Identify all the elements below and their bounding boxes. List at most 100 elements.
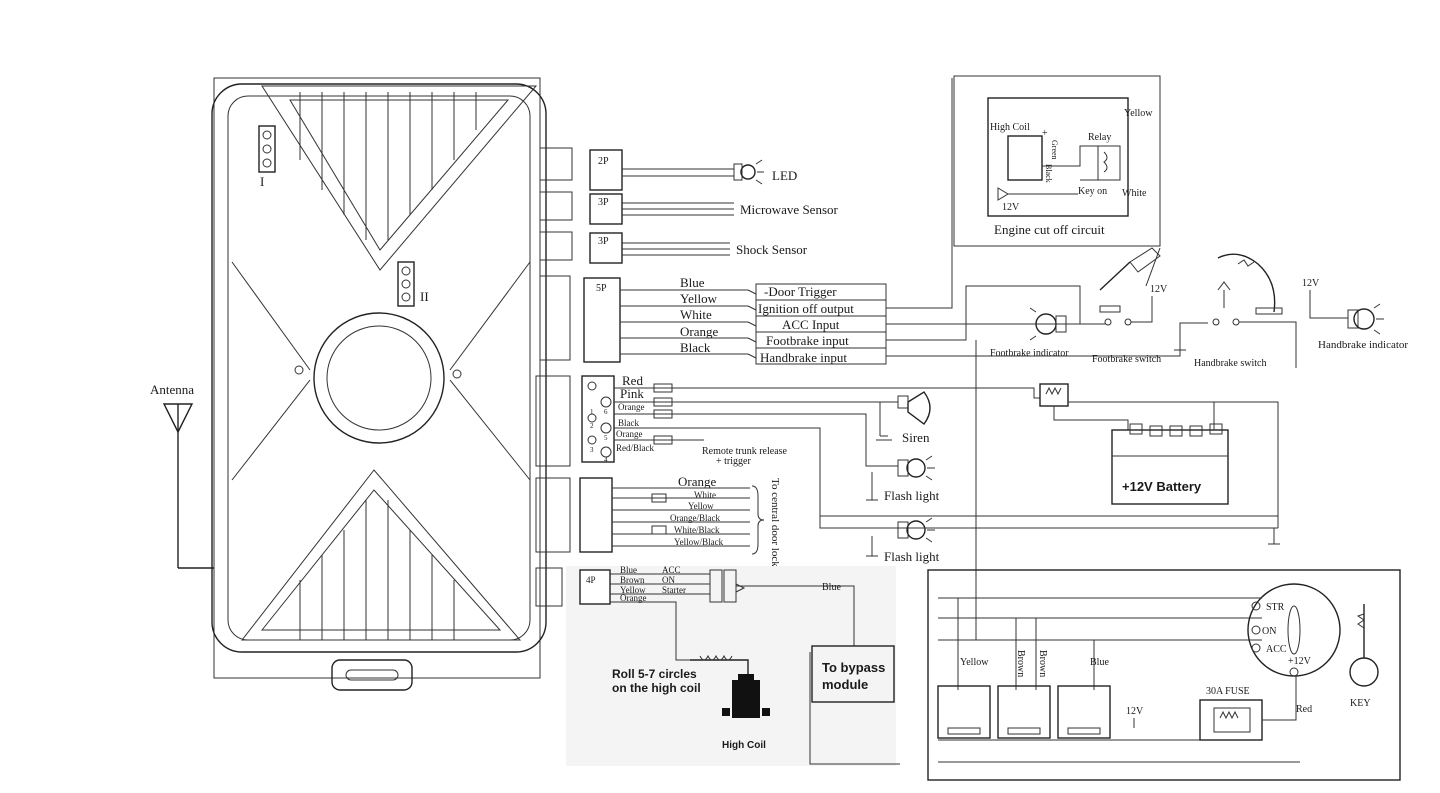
central-lock-label: To central door lock (769, 478, 781, 567)
brake-12v-a-label: 12V (1150, 284, 1168, 295)
door-lock-orangeblack: Orange/Black (670, 513, 720, 523)
ignition-12v-label: 12V (1126, 706, 1144, 717)
siren-wire-black: Black (618, 418, 639, 428)
remote-trunk-label: Remote trunk release (702, 446, 788, 457)
relay-yellow-label: Yellow (960, 657, 989, 668)
engine-plus-label: + (1042, 128, 1048, 139)
door-lock-orange-label: Orange (678, 474, 716, 489)
ignition-12v-plus-label: +12V (1288, 656, 1312, 667)
four-pin-block: 4P Blue Brown Yellow Orange ACC ON Start… (566, 565, 900, 766)
fuse-red-label: Red (1296, 704, 1312, 715)
engine-relay-label: Relay (1088, 132, 1111, 143)
engine-yellow-label: Yellow (1124, 108, 1153, 119)
handbrake-switch-icon (1212, 253, 1283, 326)
relay-brown-2-label: Brown (1037, 650, 1048, 677)
wire-5p-5: Black (680, 340, 711, 355)
siren-pin-4: 4 (604, 456, 608, 464)
four-pin-on: ON (662, 575, 675, 585)
high-coil-icon (690, 654, 770, 718)
wire-5p-4: Orange (680, 324, 718, 339)
function-5p-5: Handbrake input (760, 350, 847, 365)
ignition-on-label: ON (1262, 626, 1276, 637)
door-lock-whiteblack: White/Black (674, 525, 720, 535)
relay-2-icon (997, 685, 1051, 739)
siren-block: 1 6 2 5 3 4 Red Pink Orange Black Orange… (581, 373, 1044, 529)
siren-label: Siren (902, 430, 930, 445)
flash-light-1-label: Flash light (884, 488, 940, 503)
door-lock-yellow: Yellow (688, 501, 714, 511)
engine-cut-title: Engine cut off circuit (994, 222, 1105, 237)
siren-pin-6: 6 (604, 408, 608, 416)
siren-wire-orange: Orange (618, 402, 645, 412)
four-pin-blue: Blue (620, 565, 637, 575)
shock-sensor-label: Shock Sensor (736, 242, 808, 257)
footbrake-switch-icon (1099, 247, 1161, 326)
antenna-label: Antenna (150, 382, 194, 397)
port-ii-label: II (420, 289, 429, 304)
siren-pin-1: 1 (590, 408, 594, 416)
bypass-label-1: To bypass (822, 660, 885, 675)
relay-brown-1-label: Brown (1015, 650, 1026, 677)
function-5p-2: Ignition off output (758, 301, 854, 316)
connector-5p: 5P Blue Yellow White Orange Black -Door … (583, 275, 887, 365)
door-lock-yellowblack: Yellow/Black (674, 537, 724, 547)
function-5p-1: -Door Trigger (764, 284, 837, 299)
siren-wire-orange2: Orange (616, 429, 643, 439)
ignition-switch-icon (1247, 583, 1341, 677)
siren-pin-2: 2 (590, 422, 594, 430)
engine-black-label: Black (1044, 164, 1053, 183)
siren-pin-3: 3 (590, 446, 594, 454)
connector-2p-label: 2P (598, 156, 609, 167)
engine-high-coil-label: High Coil (990, 122, 1030, 133)
four-pin-starter: Starter (662, 585, 686, 595)
bypass-label-2: module (822, 677, 868, 692)
wire-5p-2: Yellow (680, 291, 718, 306)
connector-3p-microwave: 3P Microwave Sensor (589, 193, 839, 225)
siren-wire-pink: Pink (620, 386, 644, 401)
flash-light-2-icon (866, 517, 935, 557)
siren-icon (876, 391, 931, 441)
roll-label-2: on the high coil (612, 681, 701, 695)
battery: +12V Battery (820, 383, 1280, 545)
wire-5p-1: Blue (680, 275, 705, 290)
bypass-blue-label: Blue (822, 582, 841, 593)
siren-wire-redblack: Red/Black (616, 443, 654, 453)
connector-3p-shock: 3P Shock Sensor (589, 232, 808, 264)
flash-light-2-label: Flash light (884, 549, 940, 564)
ignition-section: Yellow Brown Brown Blue 12V 30A FUSE Red (927, 569, 1401, 781)
handbrake-indicator-icon (1347, 303, 1384, 335)
siren-pin-5: 5 (604, 434, 608, 442)
engine-keyon-label: Key on (1078, 186, 1107, 197)
fuse-30a-label: 30A FUSE (1206, 686, 1250, 697)
brake-12v-b-label: 12V (1302, 278, 1320, 289)
flash-light-1-icon (866, 455, 935, 501)
handbrake-switch-label: Handbrake switch (1194, 358, 1266, 369)
engine-white-label: White (1122, 188, 1147, 199)
wire-5p-3: White (680, 307, 712, 322)
engine-12v-label: 12V (1002, 202, 1020, 213)
relay-3-icon (1057, 685, 1111, 739)
door-lock-white: White (694, 490, 716, 500)
four-pin-yellow: Yellow (620, 585, 646, 595)
antenna: Antenna (150, 382, 214, 569)
high-coil-label: High Coil (722, 740, 766, 751)
connector-3p-shock-label: 3P (598, 236, 609, 247)
roll-label-1: Roll 5-7 circles (612, 667, 697, 681)
four-pin-acc: ACC (662, 565, 681, 575)
battery-label: +12V Battery (1122, 479, 1202, 494)
siren-wire-red: Red (622, 373, 643, 388)
connector-4p-label: 4P (586, 575, 596, 585)
key-label: KEY (1350, 698, 1371, 709)
remote-trunk-trigger-label: + trigger (716, 456, 751, 467)
brake-section: Footbrake indicator 12V Footbrake switch… (990, 247, 1408, 369)
microwave-sensor-label: Microwave Sensor (740, 202, 839, 217)
handbrake-indicator-label: Handbrake indicator (1318, 339, 1408, 351)
led-label: LED (772, 168, 797, 183)
ignition-str-label: STR (1266, 602, 1285, 613)
ignition-acc-label: ACC (1266, 644, 1287, 655)
alarm-unit: I II (211, 77, 573, 691)
four-pin-brown: Brown (620, 575, 645, 585)
four-pin-orange: Orange (620, 593, 647, 603)
key-icon (1349, 604, 1379, 687)
